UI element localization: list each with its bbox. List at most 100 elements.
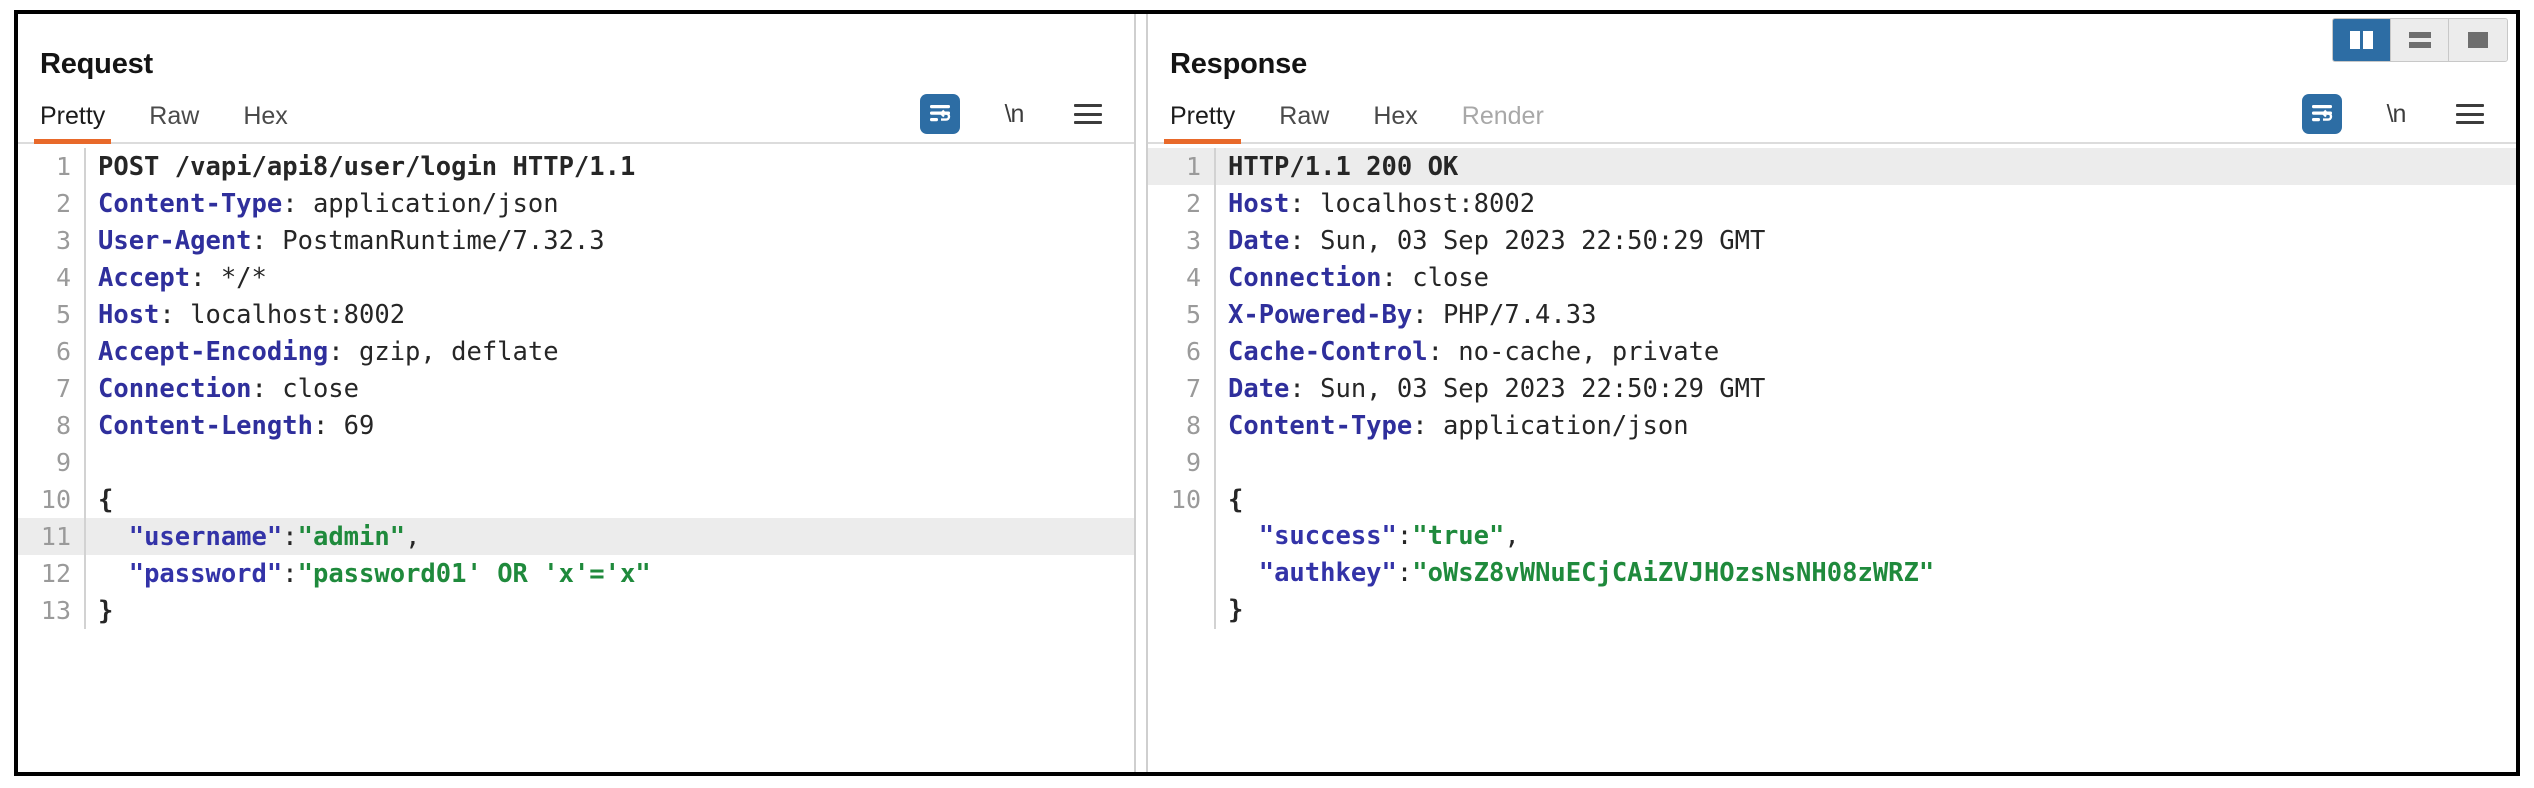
request-newline-icon[interactable]: \n [1004, 99, 1025, 128]
code-line: 1 HTTP/1.1 200 OK [1148, 148, 2516, 185]
code-line: 9 [18, 444, 1134, 481]
code-token: HTTP/1.1 200 OK [1228, 152, 1459, 182]
pane-divider[interactable] [1134, 14, 1148, 772]
line-text: User-Agent: PostmanRuntime/7.32.3 [86, 223, 605, 260]
gutter-divider [1214, 518, 1216, 555]
line-text: { [86, 482, 113, 519]
hamburger-icon [1074, 104, 1102, 124]
response-menu-icon[interactable] [2450, 94, 2490, 134]
line-number: 6 [55, 337, 71, 366]
gutter-divider [1214, 592, 1216, 629]
line-text: "authkey":"oWsZ8vWNuECjCAiZVJHOzsNsNH08z… [1216, 555, 1935, 592]
code-token: { [1228, 485, 1244, 515]
layout-side-by-side-button[interactable] [2333, 19, 2391, 61]
code-token: : close [251, 374, 359, 404]
code-token: : PostmanRuntime/7.32.3 [251, 226, 605, 256]
code-token: Accept [98, 263, 191, 293]
gutter-divider [84, 259, 86, 296]
line-text: Date: Sun, 03 Sep 2023 22:50:29 GMT [1216, 371, 1765, 408]
response-newline-icon[interactable]: \n [2386, 99, 2407, 128]
gutter-divider [1214, 444, 1216, 481]
code-token: "true" [1412, 521, 1505, 551]
line-number: 1 [1185, 152, 1201, 181]
code-line: 12 "password":"password01' OR 'x'='x" [18, 555, 1134, 592]
gutter-divider [84, 370, 86, 407]
code-token: "username" [128, 522, 283, 552]
code-token: : application/json [1412, 411, 1689, 441]
line-number: 10 [1170, 485, 1201, 514]
side-by-side-icon [2349, 31, 2373, 49]
line-text: "username":"admin", [86, 519, 421, 556]
code-token: : localhost:8002 [1289, 189, 1536, 219]
gutter-divider [84, 148, 86, 185]
code-token: : localhost:8002 [159, 300, 406, 330]
code-line: 1 POST /vapi/api8/user/login HTTP/1.1 [18, 148, 1134, 185]
code-line: 13} [18, 592, 1134, 629]
request-pane: Request Pretty Raw Hex [18, 14, 1134, 772]
single-pane-icon [2468, 32, 2488, 48]
line-text: Connection: close [86, 371, 359, 408]
gutter-divider [84, 296, 86, 333]
request-tab-hex[interactable]: Hex [243, 102, 288, 130]
code-token: Connection [1228, 263, 1382, 293]
response-tab-hex[interactable]: Hex [1373, 102, 1418, 130]
gutter-divider [84, 407, 86, 444]
layout-toggle-group[interactable] [2332, 18, 2508, 62]
code-token: { [98, 485, 114, 515]
response-tab-raw[interactable]: Raw [1279, 102, 1330, 130]
request-menu-icon[interactable] [1068, 94, 1108, 134]
code-token: : [1396, 558, 1413, 588]
code-token: X-Powered-By [1228, 300, 1413, 330]
line-number: 9 [1185, 448, 1201, 477]
layout-stacked-button[interactable] [2391, 19, 2449, 61]
response-tool-icons: \n [2302, 94, 2516, 142]
code-token: "oWsZ8vWNuECjCAiZVJHOzsNsNH08zWRZ" [1412, 558, 1935, 588]
line-number: 13 [40, 596, 71, 625]
line-number: 12 [40, 559, 71, 588]
code-token: : 69 [312, 411, 375, 441]
code-token: , [1504, 521, 1520, 551]
code-token: Date [1228, 374, 1290, 404]
response-tab-pretty[interactable]: Pretty [1163, 102, 1242, 144]
code-token [98, 559, 129, 589]
request-title: Request [40, 48, 154, 80]
code-token: "password01' OR 'x'='x" [297, 559, 651, 589]
gutter-divider [1214, 185, 1216, 222]
line-text: Cache-Control: no-cache, private [1216, 334, 1719, 371]
request-tool-icons: \n [920, 94, 1134, 142]
code-token: : PHP/7.4.33 [1412, 300, 1597, 330]
gutter-divider [1214, 407, 1216, 444]
line-text: Content-Type: application/json [1216, 408, 1689, 445]
code-line: 7 Connection: close [18, 370, 1134, 407]
code-line: 10 { [1148, 481, 2516, 518]
code-token: Accept-Encoding [98, 337, 329, 367]
line-text: Host: localhost:8002 [1216, 186, 1535, 223]
layout-single-button[interactable] [2449, 19, 2507, 61]
line-number: 7 [55, 374, 71, 403]
gutter-divider [84, 592, 86, 629]
request-word-wrap-icon[interactable] [920, 94, 960, 134]
request-tab-raw[interactable]: Raw [149, 102, 200, 130]
code-token: "password" [128, 559, 283, 589]
hamburger-icon [2456, 104, 2484, 124]
code-token: POST /vapi/api8/user/login HTTP/1.1 [98, 152, 636, 182]
code-token [1228, 521, 1259, 551]
request-tab-pretty[interactable]: Pretty [33, 102, 112, 144]
line-number: 8 [55, 411, 71, 440]
code-token: Connection [98, 374, 252, 404]
line-text: } [1216, 592, 1243, 629]
gutter-divider [1214, 555, 1216, 592]
line-number: 1 [55, 152, 71, 181]
response-tab-render: Render [1461, 102, 1544, 130]
gutter-divider [84, 481, 86, 518]
gutter-divider [84, 555, 86, 592]
line-number: 2 [55, 189, 71, 218]
response-word-wrap-icon[interactable] [2302, 94, 2342, 134]
code-token: : [1396, 521, 1413, 551]
line-text: Host: localhost:8002 [86, 297, 405, 334]
